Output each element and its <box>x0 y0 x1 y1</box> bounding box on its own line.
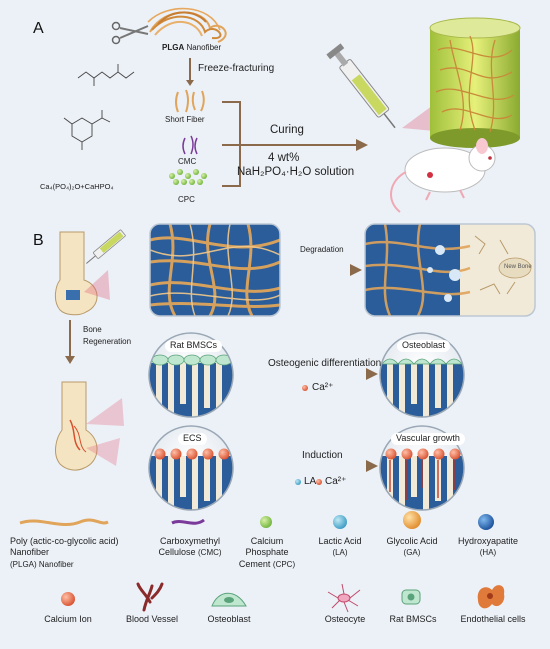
legend-ga: Glycolic Acid (GA) <box>378 536 446 559</box>
concentration-label: 4 wt% <box>268 152 300 164</box>
panel-b-letter: B <box>33 232 44 249</box>
legend-la-name: Lactic Acid <box>318 536 362 546</box>
calcium-ion-icon <box>302 385 308 391</box>
legend-plga-name: Poly (actic-co-glycolic acid) Nanofiber <box>10 536 119 558</box>
legend-calcium-ion-icon <box>61 592 75 606</box>
plga-label: PLGA Nanofiber <box>162 43 222 53</box>
legend-cpc-icon <box>260 516 272 528</box>
scaffold-cylinder-icon <box>429 17 521 148</box>
solution-label: NaH₂PO₄·H₂O solution <box>237 166 355 178</box>
cpc-label: CPC <box>178 195 195 204</box>
panel-a-letter: A <box>33 20 44 37</box>
legend-rat-bmsc-icon <box>401 589 421 605</box>
curing-arrow <box>222 101 360 187</box>
regenerated-femur-icon <box>55 381 124 471</box>
short-fiber-label: Short Fiber <box>165 115 205 124</box>
legend-cpc-sub: (CPC) <box>272 559 296 569</box>
osteoblast-label: Osteoblast <box>397 340 451 352</box>
induction-label: Induction <box>302 450 343 461</box>
legend-ha-icon <box>478 514 494 530</box>
legend-plga-sub: (PLGA) Nanofiber <box>10 559 74 569</box>
legend-blood-vessel-icon <box>136 582 164 612</box>
legend-cmc-sub: (CMC) <box>198 548 222 558</box>
plga-label-bold: PLGA <box>162 43 185 52</box>
legend-endothelial-icon <box>477 585 505 609</box>
legend-osteoblast-icon <box>211 592 247 607</box>
scaffold-before-degradation <box>150 224 280 316</box>
plga-structure-icon <box>77 64 135 86</box>
vascular-growth-label: Vascular growth <box>391 433 465 445</box>
cmc-structure-icon <box>63 110 111 150</box>
legend-ha: Hydroxyapatite (HA) <box>450 536 526 559</box>
legend-ga-name: Glycolic Acid <box>386 536 438 546</box>
rat-bmscs-label: Rat BMSCs <box>165 340 223 352</box>
bone-regeneration-label-2: Regeneration <box>83 337 132 346</box>
legend-endothelial: Endothelial cells <box>460 614 526 624</box>
ecs-label: ECS <box>178 433 207 445</box>
legend-osteoblast: Osteoblast <box>207 614 251 624</box>
legend-cmc-name: Carboxymethyl Cellulose <box>158 536 221 558</box>
mouse-icon <box>390 138 496 213</box>
lactic-acid-icon <box>295 479 301 485</box>
cpc-particles-icon <box>169 169 207 185</box>
plga-label-rest: Nanofiber <box>184 43 222 52</box>
legend-blood-vessel: Blood Vessel <box>125 614 179 624</box>
syringe-icon <box>326 43 396 129</box>
legend-cpc: Calcium Phosphate Cement (CPC) <box>232 536 302 570</box>
legend-ha-sub: (HA) <box>479 548 497 558</box>
ecs-circle <box>148 425 234 511</box>
cpc-formula: Ca₄(PO₄)₂O+CaHPO₄ <box>40 182 114 191</box>
legend-plga: Poly (actic-co-glycolic acid) Nanofiber … <box>10 536 130 570</box>
legend-la: Lactic Acid (LA) <box>308 536 372 559</box>
plga-fiber-bundle-icon <box>147 7 227 43</box>
freeze-fracturing-label: Freeze-fracturing <box>198 63 275 74</box>
cmc-label: CMC <box>178 157 197 166</box>
small-syringe-icon <box>86 229 126 264</box>
la-label: LA <box>304 476 317 487</box>
scissors-icon <box>111 21 149 45</box>
femur-bone-icon <box>54 231 110 316</box>
legend-ga-sub: (GA) <box>403 548 421 558</box>
legend-cmc: Carboxymethyl Cellulose (CMC) <box>150 536 230 559</box>
legend-ga-icon <box>403 511 421 529</box>
short-fiber-icon <box>175 89 205 113</box>
calcium-label: Ca²⁺ <box>312 382 334 393</box>
calcium-ion-icon-2 <box>316 479 322 485</box>
bone-regeneration-label-1: Bone <box>83 325 102 334</box>
legend-osteocyte-icon <box>327 583 361 613</box>
scaffold-after-degradation <box>365 224 535 316</box>
legend-cpc-name: Calcium Phosphate Cement <box>238 536 289 569</box>
legend-la-icon <box>333 515 347 529</box>
legend-ha-name: Hydroxyapatite <box>457 536 519 546</box>
new-bone-label: New Bone <box>504 264 532 270</box>
legend-la-sub: (LA) <box>332 548 348 558</box>
osteogenic-differentiation-label: Osteogenic differentiation <box>268 358 382 369</box>
curing-label: Curing <box>270 124 304 136</box>
legend-osteocyte: Osteocyte <box>324 614 366 624</box>
legend-calcium-ion: Calcium Ion <box>44 614 92 624</box>
cmc-icon <box>182 135 198 155</box>
degradation-label: Degradation <box>300 245 344 254</box>
legend-fiber-icon <box>19 518 109 527</box>
legend-cmc-icon <box>171 518 205 525</box>
legend-rat-bmscs: Rat BMSCs <box>389 614 437 624</box>
calcium-label-2: Ca²⁺ <box>325 476 347 487</box>
